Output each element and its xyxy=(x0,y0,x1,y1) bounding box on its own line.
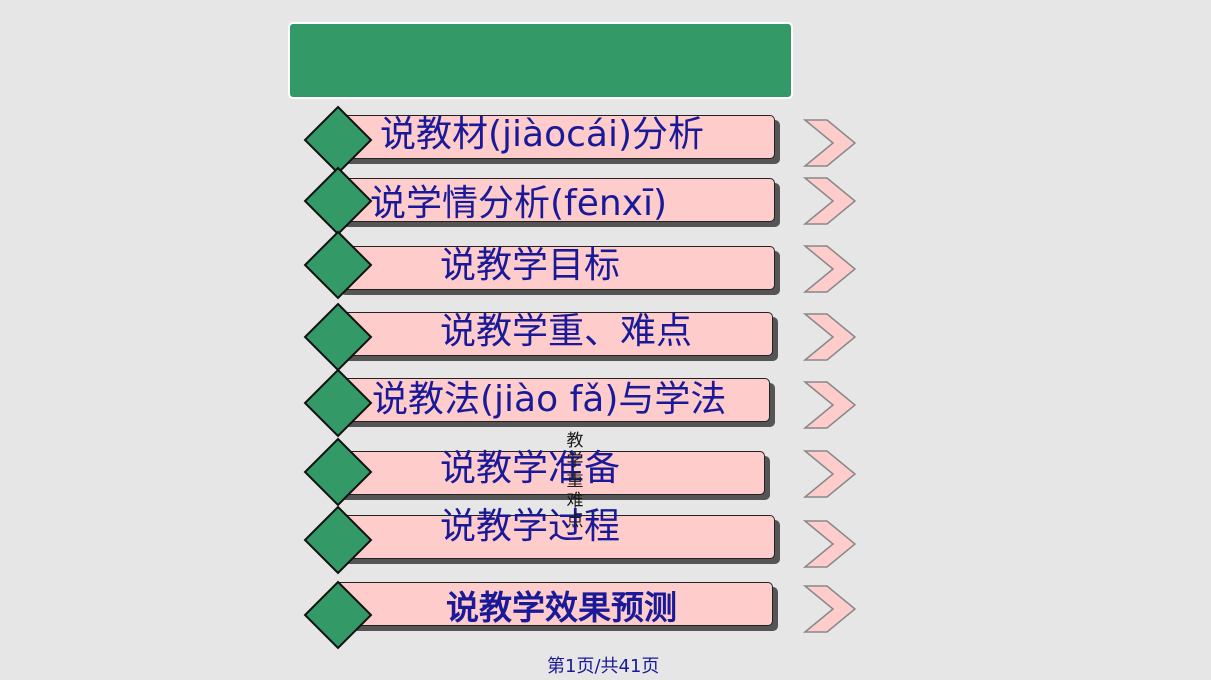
chevron-right-icon xyxy=(803,313,857,361)
chevron-right-icon xyxy=(803,245,857,293)
chevron-right-icon xyxy=(803,381,857,429)
menu-item-teaching-preparation[interactable]: 说教学准备 xyxy=(0,437,1211,507)
diamond-icon xyxy=(303,368,373,438)
item-label: 说教学准备 xyxy=(440,448,621,489)
menu-item-teaching-process[interactable]: 说教学过程 xyxy=(0,505,1211,575)
chevron-right-icon xyxy=(803,520,857,568)
item-label: 说教学效果预测 xyxy=(446,588,677,627)
item-label: 说教法(jiào fǎ)与学法 xyxy=(372,379,727,420)
diamond-icon xyxy=(303,437,373,507)
chevron-right-icon xyxy=(803,585,857,633)
diamond-icon xyxy=(303,166,373,236)
item-label: 说教学目标 xyxy=(440,245,621,286)
menu-item-effect-prediction[interactable]: 说教学效果预测 xyxy=(0,578,1211,650)
diamond-icon xyxy=(303,580,373,650)
item-bar xyxy=(335,451,765,495)
chevron-right-icon xyxy=(803,450,857,498)
diamond-icon xyxy=(303,505,373,575)
item-bar xyxy=(335,312,773,356)
diamond-icon xyxy=(303,230,373,300)
item-label: 说教学过程 xyxy=(440,506,621,547)
menu-item-learning-situation[interactable]: 说学情分析(fēnxī) xyxy=(0,166,1211,236)
item-label: 说学情分析(fēnxī) xyxy=(370,183,668,224)
diamond-icon xyxy=(303,302,373,372)
item-label: 说教材(jiàocái)分析 xyxy=(380,114,705,155)
item-bar xyxy=(335,515,775,559)
diamond-icon xyxy=(303,105,373,175)
menu-item-teaching-objectives[interactable]: 说教学目标 xyxy=(0,230,1211,300)
chevron-right-icon xyxy=(803,119,857,167)
menu-item-key-difficult-points[interactable]: 说教学重、难点 xyxy=(0,300,1211,372)
item-bar xyxy=(335,582,773,626)
item-bar xyxy=(335,378,770,422)
item-bar xyxy=(335,115,775,159)
menu-item-teaching-material[interactable]: 说教材(jiàocái)分析 xyxy=(0,105,1211,175)
page-indicator: 第1页/共41页 xyxy=(547,656,660,677)
item-label: 说教学重、难点 xyxy=(440,311,693,352)
item-bar xyxy=(335,246,775,290)
item-bar xyxy=(335,178,775,222)
header-banner xyxy=(288,22,793,99)
chevron-right-icon xyxy=(803,177,857,225)
vertical-note: 教学重难点 xyxy=(566,431,584,531)
menu-item-teaching-learning-methods[interactable]: 说教法(jiào fǎ)与学法 xyxy=(0,366,1211,438)
